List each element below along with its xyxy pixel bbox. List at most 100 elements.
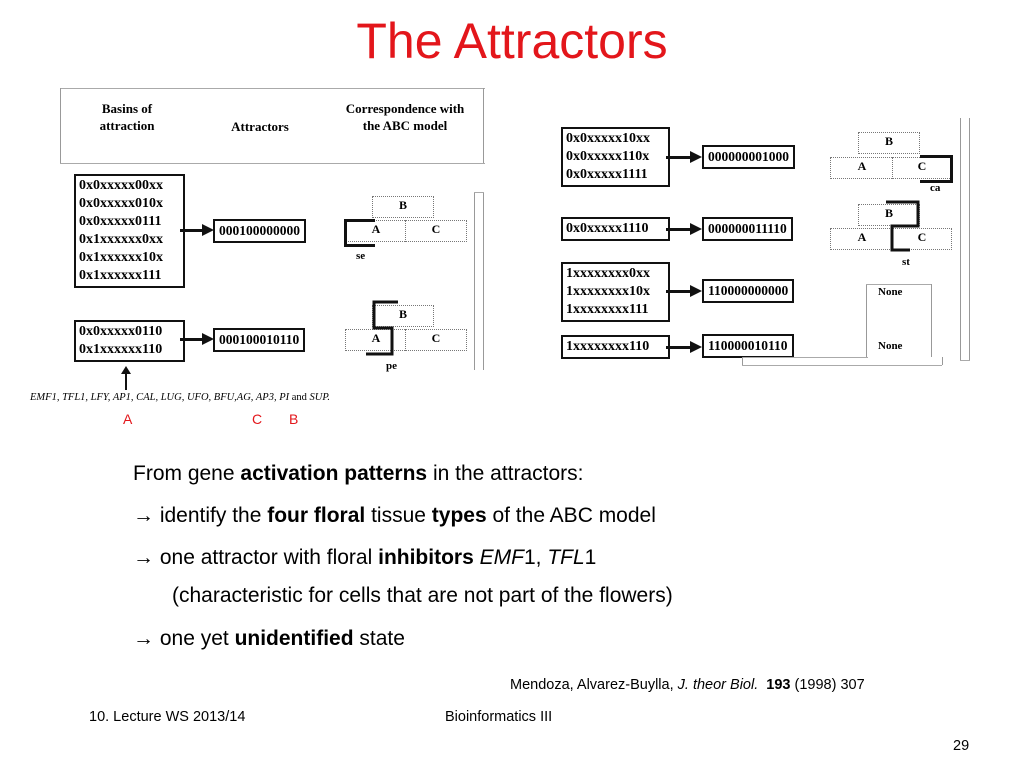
footer-left: 10. Lecture WS 2013/14 (89, 709, 246, 725)
organ-b-box: B (372, 196, 434, 218)
arrow-ca (666, 151, 702, 163)
basin-code: 0x1xxxxxx0xx (79, 232, 163, 247)
basin-code: 1xxxxxxxx10x (566, 284, 650, 299)
highlight-bracket-pe (366, 300, 398, 356)
text: identify the (154, 504, 268, 527)
text: From gene (133, 462, 241, 485)
none-rule (866, 284, 932, 285)
text: state (353, 627, 405, 650)
arrow-bullet: → (133, 504, 154, 527)
text: 1 (584, 546, 597, 569)
panel-rule (474, 192, 484, 193)
header-left-rule (60, 88, 61, 163)
body-line-1: From gene activation patterns in the att… (133, 462, 584, 486)
arrow-none-1 (666, 285, 702, 297)
basin-code: 0x0xxxxx00xx (79, 178, 163, 193)
organ-b-box: B (858, 132, 920, 154)
organ-c-box: C (405, 329, 467, 351)
gene-list-and: and (291, 392, 307, 403)
citation: Mendoza, Alvarez-Buylla, J. theor Biol. … (510, 677, 865, 693)
basin-code: 1xxxxxxxx111 (566, 302, 649, 317)
bold-text: types (431, 504, 487, 527)
basin-code: 0x0xxxxx10xx (566, 131, 650, 146)
arrow-up-icon (121, 366, 131, 390)
attractor-none-1: 110000000000 (702, 279, 795, 303)
arrow-pe (180, 333, 214, 345)
basin-code: 0x1xxxxxx10x (79, 250, 163, 265)
panel-rule (483, 192, 484, 370)
gene-list-names: EMF1, TFL1, LFY, AP1, CAL, LUG, UFO, BFU… (30, 392, 290, 403)
attractor-pe: 000100010110 (213, 328, 306, 352)
body-line-5: → one yet unidentified state (133, 627, 405, 651)
italic-gene: EMF (479, 546, 524, 569)
bold-text: inhibitors (378, 546, 474, 569)
arrow-bullet: → (133, 546, 154, 569)
basin-box-se: 0x0xxxxx00xx 0x0xxxxx010x 0x0xxxxx0111 0… (74, 174, 185, 288)
arrow-se (180, 224, 214, 236)
bold-text: four floral (267, 504, 366, 527)
panel-rule (969, 118, 970, 360)
footer-center: Bioinformatics III (445, 709, 553, 725)
basin-code: 1xxxxxxxx110 (566, 339, 650, 354)
label-none-2: None (878, 340, 903, 352)
highlight-bracket-se (344, 219, 375, 247)
attractor-st: 000000011110 (702, 217, 793, 241)
body-line-3: → one attractor with floral inhibitors E… (133, 546, 596, 570)
none-rule (742, 357, 868, 358)
citation-volume: 193 (766, 677, 791, 693)
gene-list: EMF1, TFL1, LFY, AP1, CAL, LUG, UFO, BFU… (30, 392, 330, 403)
basin-code: 0x0xxxxx110x (566, 149, 650, 164)
attractor-se: 000100000000 (213, 219, 306, 243)
basin-code: 0x0xxxxx1110 (566, 221, 649, 236)
citation-authors: Mendoza, Alvarez-Buylla, (510, 677, 678, 693)
header-top-rule (60, 88, 485, 89)
attractor-none-2: 110000010110 (702, 334, 794, 358)
arrow-bullet: → (133, 627, 154, 650)
basin-code: 0x0xxxxx010x (79, 196, 163, 211)
arrow-none-2 (666, 341, 702, 353)
organ-a-box: A (830, 157, 894, 179)
none-rule (942, 357, 943, 365)
bold-text: activation patterns (240, 462, 428, 485)
annotation-c: C (252, 411, 263, 427)
basin-box-st: 0x0xxxxx1110 (561, 217, 670, 241)
header-basins: Basins of attraction (99, 101, 155, 133)
none-rule (931, 284, 932, 357)
annotation-a: A (123, 411, 133, 427)
basin-code: 0x0xxxxx0110 (79, 324, 163, 339)
body-line-2: → identify the four floral tissue types … (133, 504, 656, 528)
none-rule (866, 284, 867, 357)
label-none-1: None (878, 286, 903, 298)
basin-code: 0x1xxxxxx110 (79, 342, 163, 357)
label-ca: ca (930, 182, 941, 194)
basin-box-none-1: 1xxxxxxxx0xx 1xxxxxxxx10x 1xxxxxxxx111 (561, 262, 670, 322)
panel-rule (960, 118, 961, 360)
text: in the attractors: (427, 462, 584, 485)
label-st: st (902, 256, 910, 268)
attractor-ca: 000000001000 (702, 145, 795, 169)
organ-c-box: C (405, 220, 467, 242)
text: tissue (365, 504, 432, 527)
label-se: se (356, 250, 366, 262)
body-line-4: (characteristic for cells that are not p… (172, 584, 673, 607)
header-attractors: Attractors (231, 119, 289, 134)
header-right-rule (483, 88, 484, 163)
basin-code: 1xxxxxxxx0xx (566, 266, 650, 281)
arrow-st (666, 223, 702, 235)
basin-code: 0x0xxxxx1111 (566, 167, 648, 182)
text: one attractor with floral (154, 546, 379, 569)
label-pe: pe (386, 360, 397, 372)
text: 1, (523, 546, 548, 569)
highlight-bracket-ca (920, 155, 953, 183)
annotation-b: B (289, 411, 299, 427)
panel-rule (960, 360, 970, 361)
header-correspondence: Correspondence with the ABC model (345, 101, 465, 133)
header-bottom-rule (60, 163, 485, 164)
slide-title: The Attractors (356, 13, 668, 69)
basin-box-ca: 0x0xxxxx10xx 0x0xxxxx110x 0x0xxxxx1111 (561, 127, 670, 187)
highlight-bracket-st (886, 200, 920, 252)
page-number: 29 (953, 738, 970, 754)
basin-code: 0x0xxxxx0111 (79, 214, 162, 229)
citation-journal: J. theor Biol. (677, 677, 759, 693)
gene-list-last: SUP. (309, 392, 331, 403)
